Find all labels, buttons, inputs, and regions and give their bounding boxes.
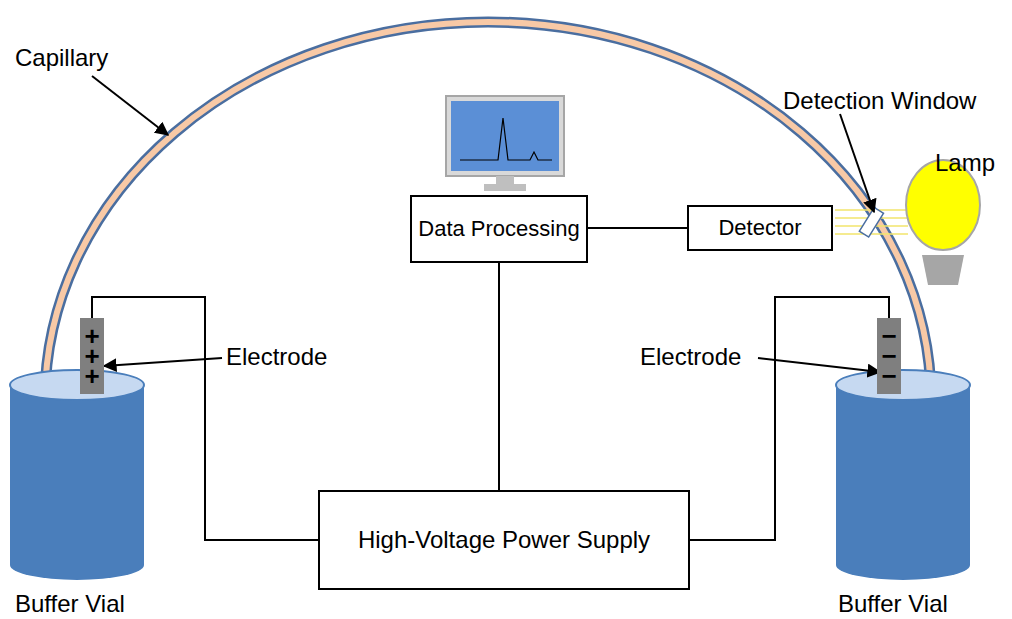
buffer-vial — [10, 370, 144, 580]
node-text: High-Voltage Power Supply — [358, 526, 650, 554]
electrode-cathode: − − − — [877, 318, 901, 394]
electrode-anode: + + + — [80, 318, 104, 394]
detection-window — [859, 207, 883, 237]
lamp-icon — [906, 160, 980, 285]
detector-box: Detector — [687, 205, 833, 251]
capillary-bore — [45, 22, 931, 400]
node-text: Detector — [718, 215, 801, 241]
part-label: Buffer Vial — [15, 591, 125, 617]
buffer-vial — [836, 370, 970, 580]
part-label: Lamp — [935, 150, 995, 176]
part-label: Capillary — [15, 45, 108, 71]
part-label: Electrode — [640, 344, 741, 370]
part-label: Electrode — [226, 344, 327, 370]
part-label: Buffer Vial — [838, 591, 948, 617]
connector-wire — [588, 227, 687, 229]
monitor-icon — [446, 96, 564, 191]
node-text: − − − — [880, 326, 898, 386]
connector-wire — [690, 297, 889, 540]
part-label: Detection Window — [783, 88, 976, 114]
node-text: Data Processing — [418, 216, 579, 242]
process-box: Data Processing — [410, 195, 588, 263]
leader-arrow — [92, 76, 880, 372]
power-supply-box: High-Voltage Power Supply — [318, 490, 690, 590]
node-text: + + + — [83, 326, 101, 386]
connector-wire — [498, 263, 500, 490]
connector-wire — [92, 297, 318, 540]
capillary-tube — [45, 22, 931, 400]
